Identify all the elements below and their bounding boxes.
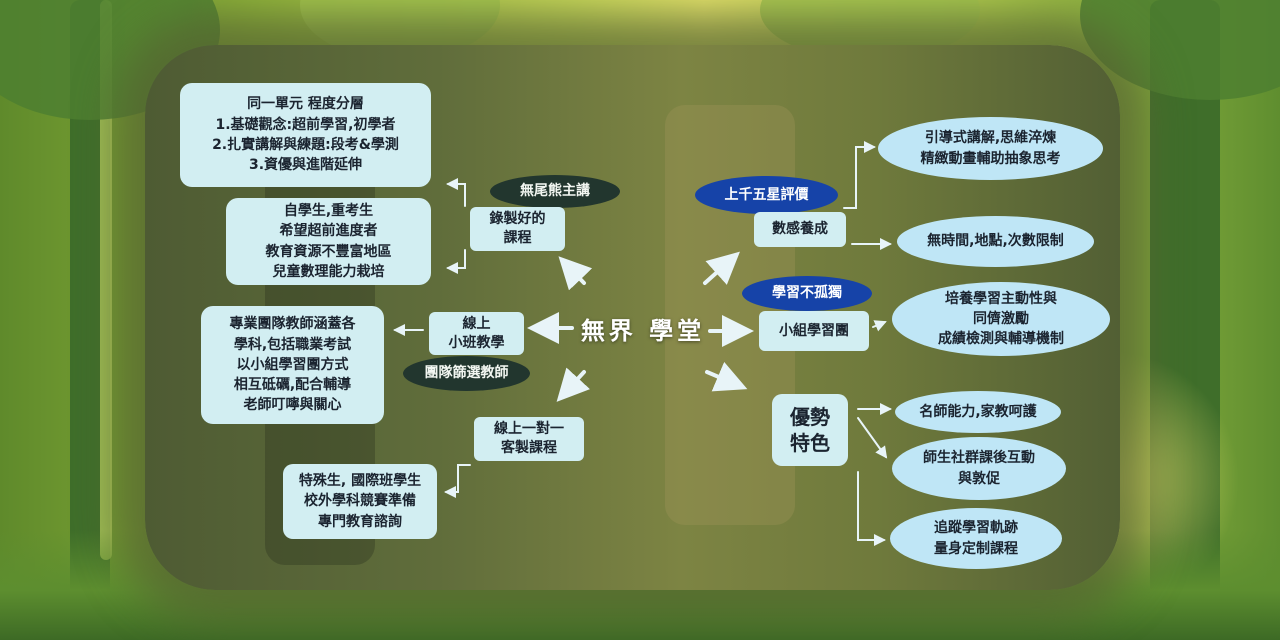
advantage-item-line: 與敦促 xyxy=(958,470,1000,487)
group-details-line: 同儕激勵 xyxy=(973,310,1029,327)
recorded-details-top: 同一單元 程度分層 1.基礎觀念:超前學習,初學者 2.扎實講解與練題:段考&學… xyxy=(180,83,431,187)
advantage-item-3: 追蹤學習軌跡 量身定制課程 xyxy=(890,508,1062,569)
recorded-details-bottom: 自學生,重考生 希望超前進度者 教育資源不豐富地區 兒童數理能力栽培 xyxy=(226,198,431,285)
one-on-one-details: 特殊生, 國際班學生 校外學科競賽準備 專門教育諮詢 xyxy=(283,464,437,539)
arrow-to-recorded xyxy=(558,256,593,291)
arrow-to-advantages xyxy=(705,361,748,392)
group-study-node: 小組學習團 xyxy=(759,311,869,351)
group-details-line: 培養學習主動性與 xyxy=(945,290,1057,307)
recorded-details-top-line: 2.扎實講解與練題:段考&學測 xyxy=(212,137,399,153)
recorded-details-bottom-line: 希望超前進度者 xyxy=(279,223,378,240)
arrow-to-math xyxy=(703,251,740,285)
recorded-details-top-line: 3.資優與進階延伸 xyxy=(248,157,363,174)
advantages-node: 優勢 特色 xyxy=(772,394,848,466)
math-details-bottom-line: 無時間,地點,次數限制 xyxy=(927,233,1064,250)
one-on-one-label-line: 線上一對一 xyxy=(494,421,564,438)
tree-trunk-left-light xyxy=(100,0,112,560)
arrow-to-one-on-one xyxy=(556,367,591,402)
one-on-one-node: 線上一對一 客製課程 xyxy=(474,417,584,461)
recorded-details-top-line: 同一單元 程度分層 xyxy=(247,96,364,113)
arrow-recorded-top xyxy=(446,178,466,207)
group-tag: 學習不孤獨 xyxy=(742,276,872,311)
advantages-label-line: 優勢 xyxy=(790,405,830,429)
math-details-top-line: 引導式講解,思維淬煉 xyxy=(924,130,1057,147)
recorded-details-top-line: 1.基礎觀念:超前學習,初學者 xyxy=(215,116,396,133)
small-class-details-line: 專業團隊教師涵蓋各 xyxy=(229,316,356,333)
small-class-details-line: 相互砥礪,配合輔導 xyxy=(233,377,352,394)
arrow-math-top xyxy=(843,141,876,209)
arrow-adv-2 xyxy=(857,417,888,459)
recorded-details-bottom-line: 兒童數理能力栽培 xyxy=(272,263,385,280)
center-title: 無界 學堂 xyxy=(580,316,706,345)
recorded-details-bottom-line: 教育資源不豐富地區 xyxy=(265,243,392,260)
small-class-details-line: 老師叮嚀與關心 xyxy=(243,397,342,414)
advantages-label-line: 特色 xyxy=(790,431,830,455)
small-class-details-line: 以小組學習團方式 xyxy=(236,356,349,373)
recorded-details-bottom-line: 自學生,重考生 xyxy=(283,202,374,219)
one-on-one-details-line: 校外學科競賽準備 xyxy=(304,493,416,510)
group-details-line: 成績檢測與輔導機制 xyxy=(938,331,1064,348)
math-tag: 上千五星評價 xyxy=(695,176,838,214)
advantage-item-1: 名師能力,家教呵護 xyxy=(895,391,1061,433)
math-details-bottom: 無時間,地點,次數限制 xyxy=(897,216,1094,267)
small-class-label-line: 小班教學 xyxy=(448,334,505,351)
math-details-top: 引導式講解,思維淬煉 精緻動畫輔助抽象思考 xyxy=(878,117,1103,180)
small-class-details-line: 學科,包括職業考試 xyxy=(233,336,352,353)
arrow-one-on-one-details xyxy=(444,464,471,498)
arrow-adv-3 xyxy=(857,471,886,546)
recorded-courses-node: 錄製好的 課程 xyxy=(470,207,565,251)
advantage-item-2: 師生社群課後互動 與敦促 xyxy=(892,437,1066,500)
small-class-label-line: 線上 xyxy=(462,315,491,332)
small-class-details: 專業團隊教師涵蓋各 學科,包括職業考試 以小組學習團方式 相互砥礪,配合輔導 老… xyxy=(201,306,384,424)
one-on-one-details-line: 特殊生, 國際班學生 xyxy=(298,473,422,490)
advantage-item-line: 師生社群課後互動 xyxy=(923,450,1035,467)
advantage-item-line: 量身定制課程 xyxy=(934,540,1018,557)
arrow-recorded-bottom xyxy=(446,249,466,274)
advantage-item-line: 追蹤學習軌跡 xyxy=(934,520,1018,537)
arrow-group-details xyxy=(872,320,887,332)
one-on-one-details-line: 專門教育諮詢 xyxy=(318,513,402,530)
recorded-tag: 無尾熊主講 xyxy=(490,175,620,208)
group-details: 培養學習主動性與 同儕激勵 成績檢測與輔導機制 xyxy=(892,282,1110,356)
advantage-item-line: 名師能力,家教呵護 xyxy=(919,403,1037,420)
recorded-label-line: 錄製好的 xyxy=(489,211,546,228)
one-on-one-label-line: 客製課程 xyxy=(501,440,557,456)
small-class-node: 線上 小班教學 xyxy=(429,312,524,355)
small-class-tag: 團隊篩選教師 xyxy=(403,356,530,391)
recorded-label-line: 課程 xyxy=(503,230,532,246)
math-details-top-line: 精緻動畫輔助抽象思考 xyxy=(920,150,1061,167)
math-sense-node: 數感養成 xyxy=(754,212,846,247)
